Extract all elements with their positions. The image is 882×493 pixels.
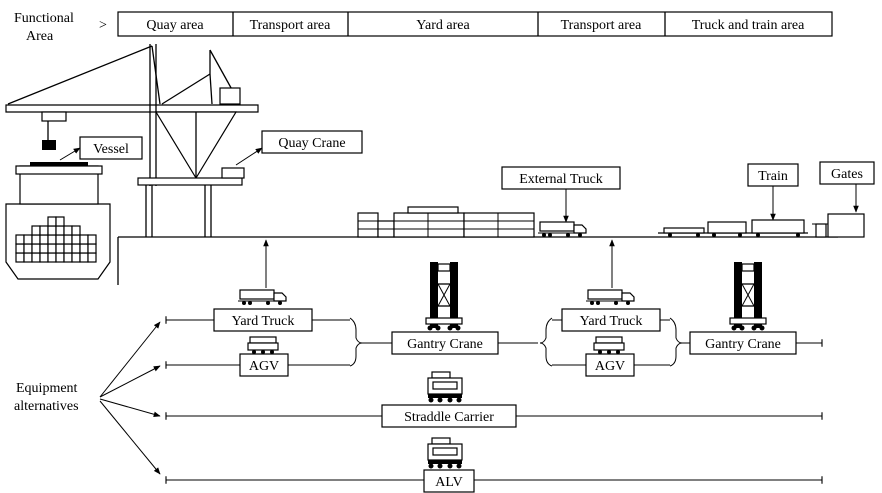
agv-left-label: AGV bbox=[249, 359, 279, 374]
equipment-arrows bbox=[99, 321, 161, 475]
alv-label: ALV bbox=[435, 475, 463, 490]
equipment-title-line1: Equipment bbox=[16, 381, 78, 396]
container-stack-icon bbox=[357, 206, 535, 238]
vessel-container-box bbox=[55, 252, 65, 263]
quay-crane-callout: Quay Crane bbox=[235, 130, 363, 166]
yard-truck-left-label: Yard Truck bbox=[232, 314, 295, 329]
vessel-callout: Vessel bbox=[59, 136, 143, 161]
gate-icon bbox=[812, 213, 865, 238]
area-yard: Yard area bbox=[416, 18, 470, 33]
vessel-container-box bbox=[55, 225, 65, 236]
external-truck-callout: External Truck bbox=[501, 166, 621, 223]
quay-crane-icon bbox=[5, 44, 259, 237]
vessel-container-box bbox=[55, 234, 65, 245]
vessel-container-box bbox=[39, 234, 49, 245]
yard-truck-right-icon bbox=[585, 289, 635, 306]
straddle-carrier-icon bbox=[427, 371, 463, 404]
vessel-container-box bbox=[71, 225, 81, 236]
vessel-container-box bbox=[31, 234, 41, 245]
gantry-crane-right-icon bbox=[729, 261, 767, 332]
vessel-container-box bbox=[31, 225, 41, 236]
vessel-container-box bbox=[87, 234, 97, 245]
gantry-crane-left-label: Gantry Crane bbox=[407, 337, 483, 352]
vessel-container-box bbox=[63, 234, 73, 245]
vessel-container-box bbox=[79, 234, 89, 245]
vessel-container-box bbox=[63, 225, 73, 236]
area-truck-train: Truck and train area bbox=[692, 18, 805, 33]
vessel-container-box bbox=[15, 234, 25, 245]
train-icon bbox=[658, 219, 808, 237]
vessel-container-box bbox=[71, 252, 81, 263]
agv-right-box: AGV bbox=[585, 353, 635, 377]
agv-left-icon bbox=[247, 336, 279, 355]
vessel-container-box bbox=[39, 243, 49, 254]
alv-icon bbox=[427, 437, 463, 470]
vessel-container-box bbox=[55, 243, 65, 254]
gantry-crane-right-box: Gantry Crane bbox=[689, 331, 797, 355]
vessel-container-box bbox=[47, 225, 57, 236]
vessel-container-box bbox=[47, 234, 57, 245]
vessel-label: Vessel bbox=[93, 142, 129, 157]
train-label: Train bbox=[758, 169, 788, 184]
functional-area-arrow: > bbox=[99, 18, 107, 33]
vessel-container-box bbox=[71, 243, 81, 254]
transport-up-arrows bbox=[263, 239, 615, 288]
straddle-carrier-label: Straddle Carrier bbox=[404, 410, 494, 425]
vessel-container-box bbox=[47, 243, 57, 254]
vessel-container-box bbox=[87, 252, 97, 263]
yard-truck-right-label: Yard Truck bbox=[580, 314, 643, 329]
vessel-container-box bbox=[15, 252, 25, 263]
vessel-container-box bbox=[63, 252, 73, 263]
gantry-crane-right-label: Gantry Crane bbox=[705, 337, 781, 352]
vessel-container-box bbox=[79, 252, 89, 263]
area-transport-1: Transport area bbox=[250, 18, 332, 33]
yard-truck-left-icon bbox=[237, 289, 287, 306]
functional-area-bar: Quay area Transport area Yard area Trans… bbox=[117, 11, 833, 37]
vessel-container-box bbox=[23, 252, 33, 263]
equipment-row-straddle: Straddle Carrier bbox=[165, 404, 823, 428]
agv-left-box: AGV bbox=[239, 353, 289, 377]
area-quay: Quay area bbox=[146, 18, 204, 33]
equipment-title-line2: alternatives bbox=[14, 399, 79, 414]
equipment-row-alv: ALV bbox=[165, 469, 823, 493]
vessel-container-box bbox=[39, 252, 49, 263]
vessel-container-box bbox=[55, 216, 65, 227]
vessel-container-box bbox=[87, 243, 97, 254]
vessel-container-box bbox=[47, 216, 57, 227]
vessel-container-box bbox=[31, 252, 41, 263]
agv-right-icon bbox=[593, 336, 625, 355]
vessel-container-box bbox=[63, 243, 73, 254]
vessel-container-box bbox=[39, 225, 49, 236]
yard-truck-right-box: Yard Truck bbox=[561, 308, 661, 332]
external-truck-icon bbox=[537, 221, 587, 238]
gantry-crane-left-box: Gantry Crane bbox=[391, 331, 499, 355]
vessel-container-box bbox=[47, 252, 57, 263]
functional-area-title-line2: Area bbox=[26, 29, 54, 44]
vessel-container-box bbox=[79, 243, 89, 254]
vessel-container-box bbox=[71, 234, 81, 245]
vessel-container-box bbox=[15, 243, 25, 254]
gates-callout: Gates bbox=[819, 161, 875, 213]
agv-right-label: AGV bbox=[595, 359, 625, 374]
train-callout: Train bbox=[747, 163, 799, 221]
gantry-crane-left-icon bbox=[425, 261, 463, 332]
functional-area-title-line1: Functional bbox=[14, 11, 74, 26]
quay-crane-label: Quay Crane bbox=[278, 136, 345, 151]
yard-truck-left-box: Yard Truck bbox=[213, 308, 313, 332]
external-truck-label: External Truck bbox=[519, 172, 603, 187]
vessel-container-box bbox=[31, 243, 41, 254]
vessel-container-box bbox=[23, 234, 33, 245]
vessel-container-box bbox=[23, 243, 33, 254]
gates-label: Gates bbox=[831, 167, 863, 182]
vessel-icon bbox=[5, 162, 111, 280]
area-transport-2: Transport area bbox=[561, 18, 643, 33]
